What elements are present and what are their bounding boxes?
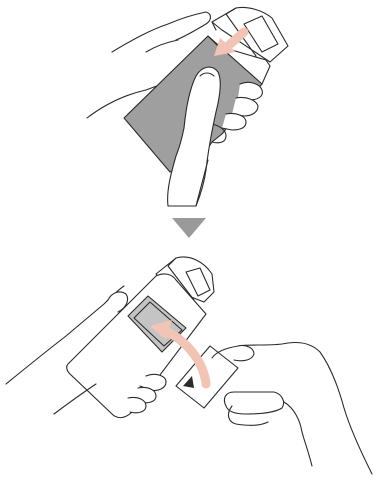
step-2-insert-card (6, 257, 372, 474)
down-triangle-icon (172, 218, 206, 238)
right-hand-step-2 (212, 342, 372, 474)
step-1-remove-cover (87, 7, 288, 206)
